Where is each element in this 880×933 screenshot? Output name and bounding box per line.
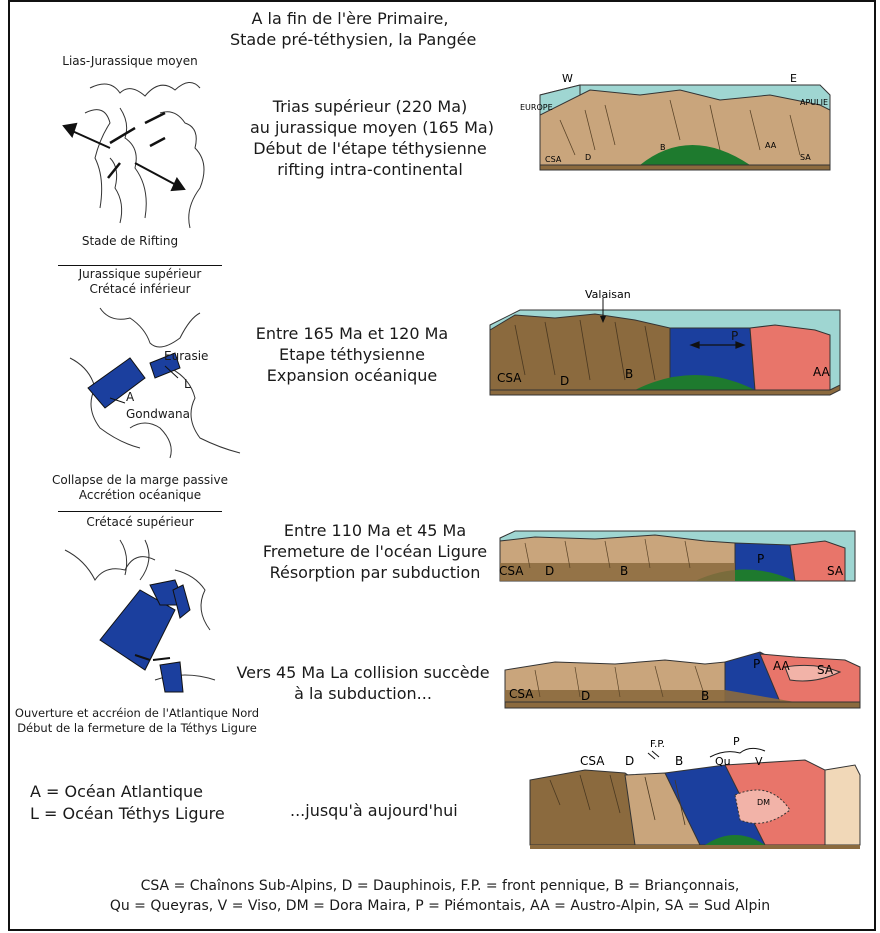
stage2-label-csa: CSA [497,371,522,385]
header-title: A la fin de l'ère Primaire, Stade pré-té… [230,8,470,50]
stage4-description: Vers 45 Ma La collision succède à la sub… [228,662,498,704]
stage5-label-b: B [675,754,683,768]
divider-2 [58,511,222,512]
stage2-block-diagram: Valaisan CSA D B P AA [485,290,845,400]
stage1-label-b: B [660,143,666,152]
stage2-line-3: Expansion océanique [252,365,452,386]
stage3-map-caption: Ouverture et accréion de l'Atlantique No… [4,706,270,736]
stage3-label-b: B [620,564,628,578]
legend-line-1: CSA = Chaînons Sub-Alpins, D = Dauphinoi… [20,876,860,896]
stage2-map-title: Jurassique supérieur Crétacé inférieur [60,267,220,297]
stage1-block-diagram: W E EUROPE APULIE CSA D B AA SA [520,70,840,190]
stage4-line-2: à la subduction... [228,683,498,704]
stage2-label-valaisan: Valaisan [585,288,631,301]
stage1-label-e: E [790,72,797,85]
stage2-map-title-1: Jurassique supérieur [60,267,220,282]
stage5-label-qu: Qu [715,755,731,768]
stage1-line-2: au jurassique moyen (165 Ma) [250,117,490,138]
key-atlantic: A = Océan Atlantique [30,781,203,802]
legend: CSA = Chaînons Sub-Alpins, D = Dauphinoi… [20,876,860,916]
stage5-label-p: P [733,735,740,748]
stage5-description: ...jusqu'à aujourd'hui [290,800,458,821]
stage1-description: Trias supérieur (220 Ma) au jurassique m… [250,96,490,180]
stage2-label-p: P [731,329,738,343]
stage3-map-caption-1: Ouverture et accréion de l'Atlantique No… [4,706,270,721]
stage4-label-sa: SA [817,663,834,677]
stage4-label-d: D [581,689,590,703]
stage5-label-dm: DM [757,798,770,807]
stage2-line-2: Etape téthysienne [252,344,452,365]
stage2-map-title-2: Crétacé inférieur [60,282,220,297]
stage2-map-label-l: L [184,377,191,392]
stage1-label-europe: EUROPE [520,103,553,112]
stage2-map-label-eurasie: Eurasie [164,349,208,364]
stage2-map-caption: Collapse de la marge passive Accrétion o… [40,473,240,503]
key-ligure: L = Océan Téthys Ligure [30,803,225,824]
stage1-label-aa: AA [765,141,777,150]
stage2-map-caption-1: Collapse de la marge passive [40,473,240,488]
stage3-line-1: Entre 110 Ma et 45 Ma [260,520,490,541]
stage1-rift-map [50,68,250,238]
stage3-label-sa: SA [827,564,844,578]
stage2-map-label-a: A [126,390,134,405]
stage2-map-caption-2: Accrétion océanique [40,488,240,503]
stage4-label-csa: CSA [509,687,534,701]
stage1-label-w: W [562,72,573,85]
stage5-label-fp: F.P. [650,739,665,750]
stage3-line-2: Fremeture de l'océan Ligure [260,541,490,562]
stage4-label-p: P [753,657,760,671]
stage3-label-d: D [545,564,554,578]
stage1-line-4: rifting intra-continental [250,159,490,180]
stage3-label-p: P [757,552,764,566]
stage3-map [55,530,245,700]
stage1-label-apulie: APULIE [800,98,828,107]
stage2-label-aa: AA [813,365,831,379]
stage4-block-diagram: CSA D B P AA SA [495,642,865,722]
stage5-label-csa: CSA [580,754,605,768]
stage2-line-1: Entre 165 Ma et 120 Ma [252,323,452,344]
stage3-map-caption-2: Début de la fermeture de la Téthys Ligur… [4,721,270,736]
stage1-line-3: Début de l'étape téthysienne [250,138,490,159]
stage2-label-d: D [560,374,569,388]
stage1-map-title: Lias-Jurassique moyen [40,54,220,69]
stage4-label-aa: AA [773,659,791,673]
stage3-block-diagram: CSA D B P SA [495,523,865,593]
stage3-description: Entre 110 Ma et 45 Ma Fremeture de l'océ… [260,520,490,583]
divider-1 [58,265,222,266]
stage1-label-d: D [585,153,591,162]
stage1-label-csa: CSA [545,155,562,164]
stage5-block-diagram: CSA D F.P. B P Qu V DM [525,735,865,850]
stage3-map-title: Crétacé supérieur [60,515,220,530]
stage3-line-3: Résorption par subduction [260,562,490,583]
stage5-label-d: D [625,754,634,768]
stage4-line-1: Vers 45 Ma La collision succède [228,662,498,683]
stage2-ocean-map [50,298,250,458]
stage1-label-sa: SA [800,153,811,162]
legend-line-2: Qu = Queyras, V = Viso, DM = Dora Maira,… [20,896,860,916]
stage1-map-caption: Stade de Rifting [60,234,200,249]
header-line-2: Stade pré-téthysien, la Pangée [230,29,470,50]
stage5-label-v: V [755,755,763,768]
stage2-label-b: B [625,367,633,381]
stage3-label-csa: CSA [499,564,524,578]
stage2-description: Entre 165 Ma et 120 Ma Etape téthysienne… [252,323,452,386]
stage4-label-b: B [701,689,709,703]
stage1-line-1: Trias supérieur (220 Ma) [250,96,490,117]
stage2-map-label-gondwana: Gondwana [126,407,190,422]
header-line-1: A la fin de l'ère Primaire, [230,8,470,29]
